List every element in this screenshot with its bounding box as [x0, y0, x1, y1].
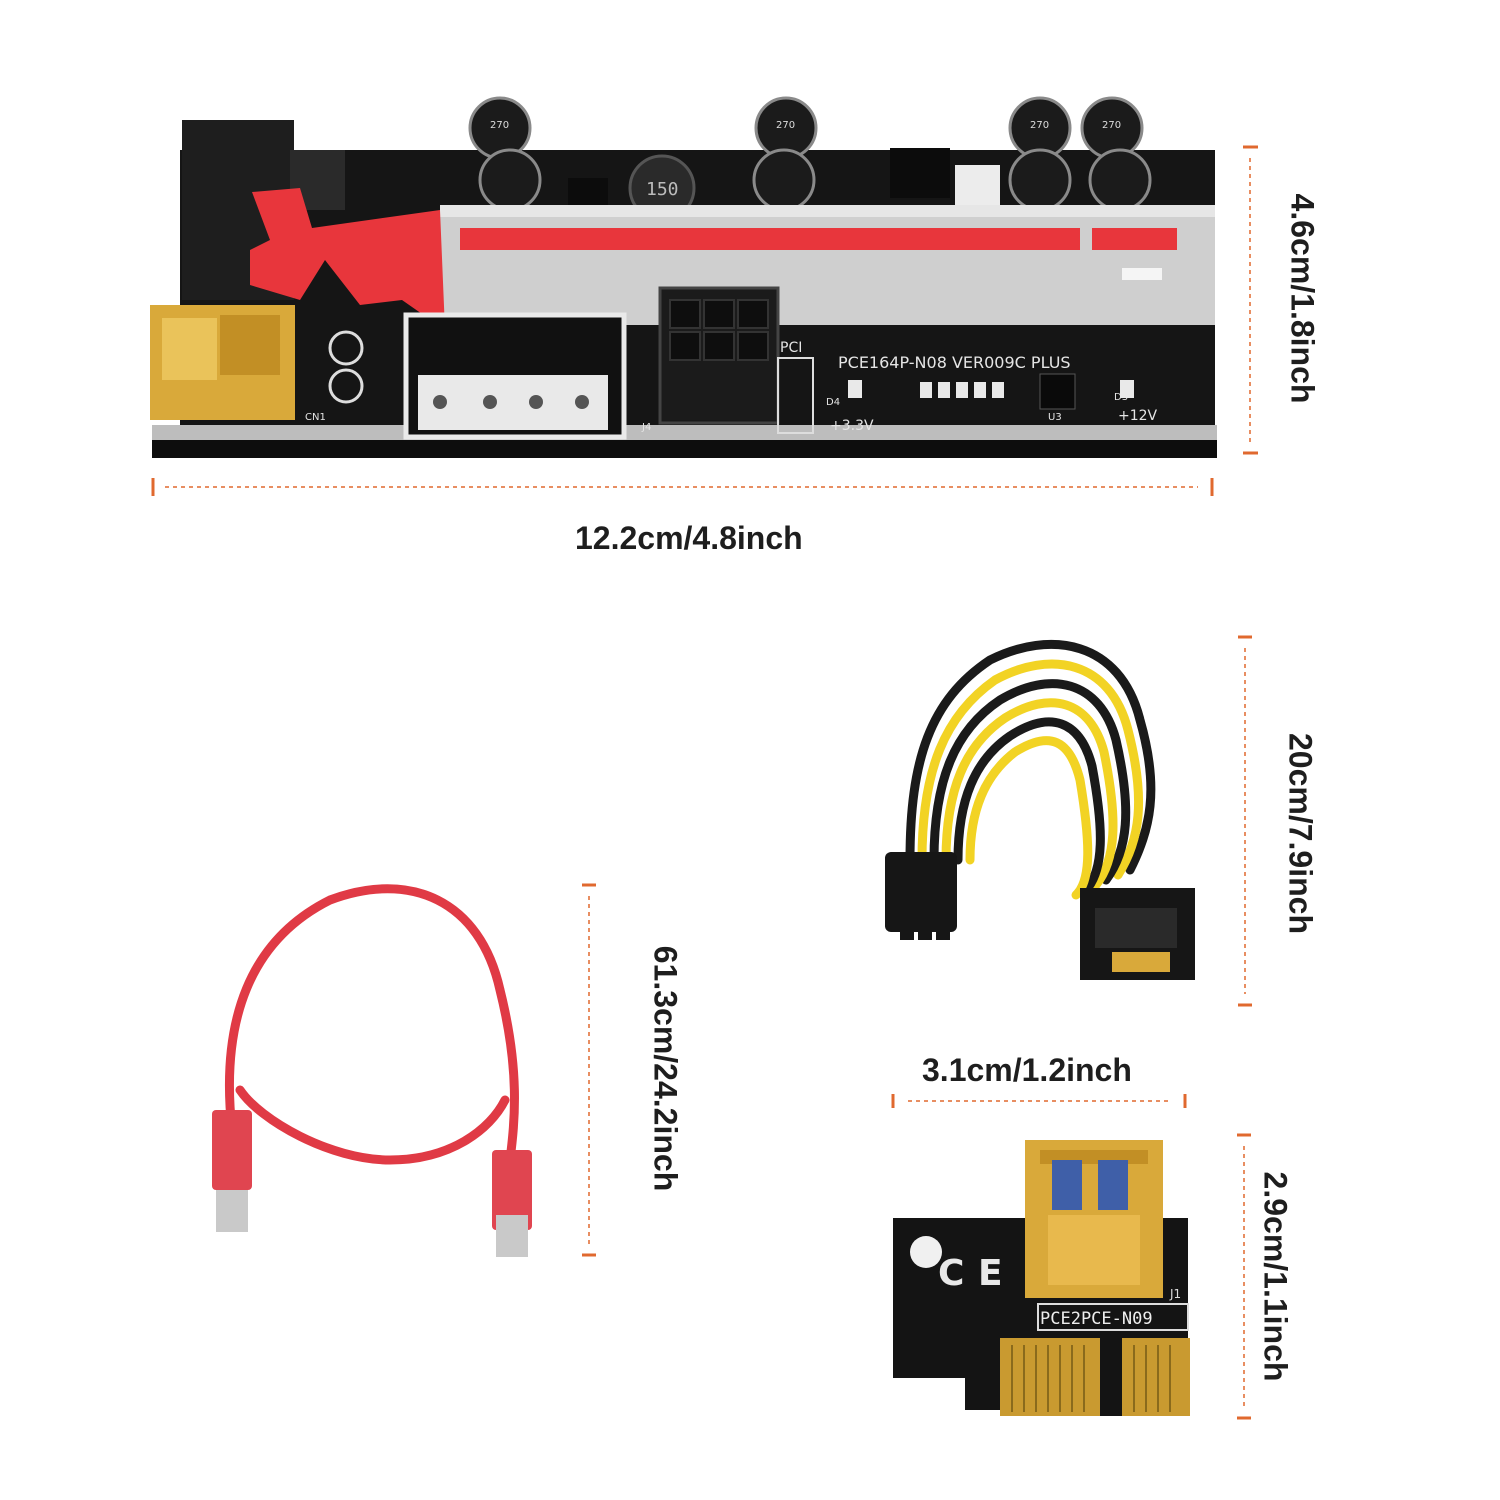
- board-model-label: PCE164P-N08 VER009C PLUS: [838, 353, 1071, 372]
- capacitors: [468, 96, 1152, 212]
- sata-plug: [1080, 888, 1195, 980]
- cap-label: 270: [1030, 120, 1049, 131]
- usb-plug-left: [212, 1110, 252, 1232]
- plus33v-label: +3.3V: [830, 418, 874, 434]
- adapter-height-measure: [1237, 1133, 1251, 1420]
- pcie-x16-slot: [440, 205, 1215, 325]
- pcie-x1-fingers: [1000, 1338, 1190, 1416]
- pci-label: PCI: [780, 340, 802, 356]
- u3-label: U3: [1048, 412, 1062, 423]
- svg-text:E: E: [978, 1253, 1003, 1294]
- board-width-measure: [151, 478, 1214, 496]
- usb-cable-measure: [582, 883, 596, 1257]
- adapter-model-label: PCE2PCE-N09: [1040, 1309, 1153, 1329]
- adapter-j1-label: J1: [1169, 1287, 1181, 1301]
- six-pin-plug: [885, 852, 957, 940]
- cap-label: 270: [1102, 120, 1121, 131]
- adapter-width-measure: [891, 1094, 1187, 1108]
- d4-label: D4: [826, 397, 840, 408]
- adapter-height-label: 2.9cm/1.1inch: [1257, 1171, 1294, 1382]
- board-height-measure: [1243, 145, 1258, 455]
- board-width-label: 12.2cm/4.8inch: [575, 520, 803, 556]
- usb-plug-right: [492, 1150, 532, 1257]
- riser-board-photo: 270 270 270 270 150 PCE164P-N08 VER009C …: [150, 96, 1258, 496]
- cap-label: 270: [490, 120, 509, 131]
- cn1-label: CN1: [305, 412, 326, 423]
- inductor-label: 150: [646, 179, 679, 200]
- j4-label: J4: [641, 422, 651, 433]
- svg-text:C: C: [938, 1253, 964, 1294]
- cap-label: 270: [776, 120, 795, 131]
- power-cable-measure: [1238, 635, 1252, 1007]
- plus12v-label: +12V: [1118, 408, 1158, 424]
- slot-latch: [250, 188, 445, 330]
- adapter-width-label: 3.1cm/1.2inch: [922, 1052, 1132, 1088]
